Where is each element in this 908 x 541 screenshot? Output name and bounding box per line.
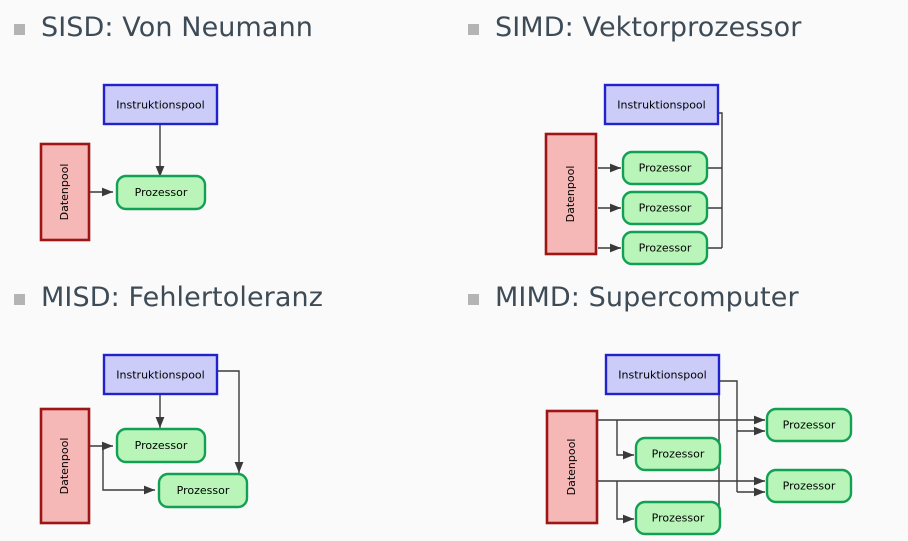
processor-box-mimd-right-1: Prozessor — [765, 407, 853, 443]
wire-datapool-to-processor-2 — [102, 446, 155, 495]
instruction-pool-box-misd: Instruktionspool — [102, 353, 219, 396]
wire-instruction-bus-right — [718, 380, 738, 492]
heading-misd: MISD: Fehlertoleranz — [14, 284, 323, 311]
data-pool-label: Datenpool — [58, 164, 71, 221]
processor-label: Prozessor — [639, 202, 692, 215]
processor-box-mimd-right-2: Prozessor — [765, 468, 853, 504]
bullet-square-icon — [14, 24, 25, 35]
wire-datapool-to-left-processor-2 — [616, 481, 634, 524]
heading-sisd: SISD: Von Neumann — [14, 14, 313, 41]
data-pool-label: Datenpool — [564, 166, 577, 223]
quadrant-sisd: SISD: Von Neumann Instruktionspool — [0, 0, 454, 270]
heading-simd-label: SIMD: Vektorprozessor — [495, 12, 802, 43]
data-pool-box-mimd: Datenpool — [545, 409, 599, 525]
wire-datapool-to-left-processor-1 — [616, 420, 634, 460]
data-pool-box-simd: Datenpool — [544, 132, 598, 256]
processor-box-simd-1: Prozessor — [621, 150, 709, 186]
diagram-simd: Instruktionspool Datenpool Prozessor Pro… — [454, 58, 908, 270]
instruction-pool-label: Instruktionspool — [617, 99, 705, 112]
processor-box-simd-2: Prozessor — [621, 190, 709, 226]
processor-label: Prozessor — [135, 186, 188, 199]
quadrant-misd: MISD: Fehlertoleranz — [0, 270, 454, 540]
instruction-pool-box-sisd: Instruktionspool — [102, 83, 219, 126]
processor-label: Prozessor — [783, 419, 836, 432]
processor-label: Prozessor — [177, 484, 230, 497]
heading-mimd-label: MIMD: Supercomputer — [495, 282, 799, 313]
diagram-mimd: Instruktionspool Datenpool Prozessor Pro… — [454, 328, 908, 540]
diagram-sisd: Instruktionspool Datenpool Prozessor — [0, 58, 454, 270]
data-pool-box-sisd: Datenpool — [39, 142, 91, 242]
processor-label: Prozessor — [135, 439, 188, 452]
processor-box-mimd-left-1: Prozessor — [634, 436, 722, 472]
processor-box-misd-2: Prozessor — [157, 472, 249, 509]
data-pool-label: Datenpool — [565, 439, 578, 496]
heading-sisd-label: SISD: Von Neumann — [41, 12, 313, 43]
instruction-pool-label: Instruktionspool — [116, 99, 204, 112]
processor-box-mimd-left-2: Prozessor — [634, 500, 722, 536]
quadrant-simd: SIMD: Vektorprozessor — [454, 0, 908, 270]
processor-box-simd-3: Prozessor — [621, 230, 709, 266]
processor-box-sisd-1: Prozessor — [115, 174, 207, 211]
processor-label: Prozessor — [783, 480, 836, 493]
heading-simd: SIMD: Vektorprozessor — [468, 14, 802, 41]
diagram-misd: Instruktionspool Datenpool Prozessor Pro… — [0, 328, 454, 540]
processor-label: Prozessor — [639, 242, 692, 255]
heading-misd-label: MISD: Fehlertoleranz — [41, 282, 324, 313]
instruction-pool-label: Instruktionspool — [618, 369, 706, 382]
data-pool-box-misd: Datenpool — [39, 407, 91, 525]
processor-label: Prozessor — [652, 448, 705, 461]
processor-label: Prozessor — [652, 512, 705, 525]
bullet-square-icon — [468, 24, 479, 35]
processor-box-misd-1: Prozessor — [115, 427, 207, 464]
instruction-pool-box-mimd: Instruktionspool — [604, 353, 721, 396]
processor-label: Prozessor — [639, 162, 692, 175]
data-pool-label: Datenpool — [58, 438, 71, 495]
wire-instructionpool-to-processor-2 — [217, 370, 244, 473]
bullet-square-icon — [14, 294, 25, 305]
instruction-pool-label: Instruktionspool — [116, 369, 204, 382]
instruction-pool-box-simd: Instruktionspool — [603, 83, 720, 126]
quadrant-mimd: MIMD: Supercomputer — [454, 270, 908, 540]
bullet-square-icon — [468, 294, 479, 305]
heading-mimd: MIMD: Supercomputer — [468, 284, 799, 311]
